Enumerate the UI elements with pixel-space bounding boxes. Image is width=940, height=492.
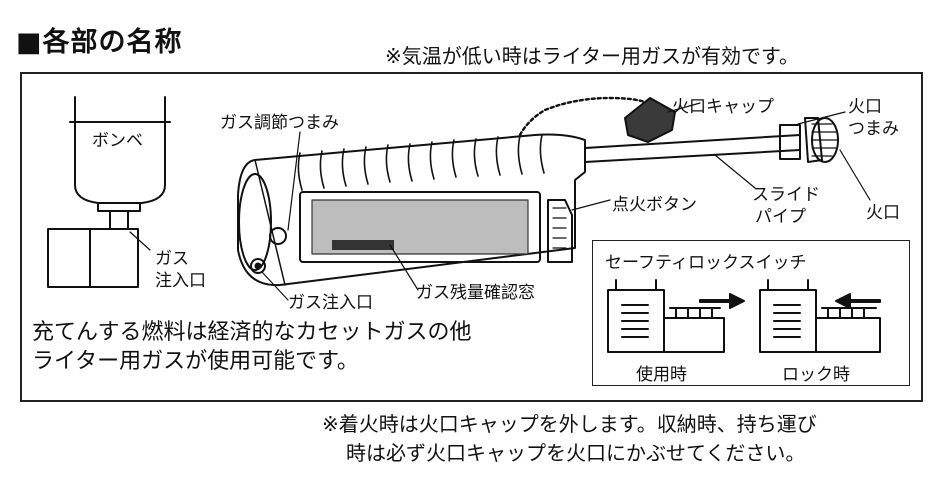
label-nozzle-knob-line2: つまみ bbox=[848, 119, 899, 139]
label-slide-pipe-line1: スライド bbox=[752, 185, 820, 205]
safety-lock-in-use-label: 使用時 bbox=[636, 365, 687, 385]
footer-note-line2: 時は必ず火口キャップを火口にかぶせてください。 bbox=[346, 441, 806, 465]
leader-lines bbox=[129, 102, 871, 301]
label-gas-level-window: ガス残量確認窓 bbox=[416, 283, 535, 303]
lighter-body-drawing bbox=[237, 133, 586, 287]
label-ignite-button: 点火ボタン bbox=[612, 195, 697, 215]
footer-note-line1: ※着火時は火口キャップを外します。収納時、持ち運び bbox=[322, 412, 817, 436]
label-gas-adjust-knob: ガス調節つまみ bbox=[220, 113, 339, 133]
section-title: ■各部の名称 bbox=[16, 27, 183, 58]
cold-weather-note: ※気温が低い時はライター用ガスが有効です。 bbox=[385, 44, 799, 68]
slide-pipe-drawing bbox=[584, 117, 839, 163]
label-bombe: ボンベ bbox=[92, 131, 143, 151]
label-canister-inlet-line1: ガス bbox=[155, 249, 189, 269]
safety-lock-locked-label: ロック時 bbox=[782, 365, 850, 385]
safety-lock-inset bbox=[592, 240, 910, 386]
parts-diagram-panel bbox=[20, 72, 923, 402]
label-canister-inlet-line2: 注入口 bbox=[155, 271, 206, 291]
fuel-description-line2: ライター用ガスが使用可能です。 bbox=[32, 349, 359, 374]
label-slide-pipe-line2: パイプ bbox=[755, 207, 806, 227]
fuel-description-line1: 充てんする燃料は経済的なカセットガスの他 bbox=[32, 320, 472, 345]
label-nozzle: 火口 bbox=[866, 203, 900, 223]
safety-lock-title: セーフティロックスイッチ bbox=[605, 253, 807, 273]
safety-lock-in-use-drawing bbox=[607, 279, 745, 353]
label-gas-inlet: ガス注入口 bbox=[288, 293, 373, 313]
grip-ribs-drawing bbox=[297, 134, 545, 191]
gas-canister-drawing bbox=[47, 96, 171, 288]
safety-lock-locked-drawing bbox=[759, 279, 881, 353]
label-nozzle-knob-line1: 火口 bbox=[848, 97, 882, 117]
cap-chain-drawing bbox=[518, 96, 676, 143]
label-nozzle-cap: 火口キャップ bbox=[672, 97, 774, 117]
